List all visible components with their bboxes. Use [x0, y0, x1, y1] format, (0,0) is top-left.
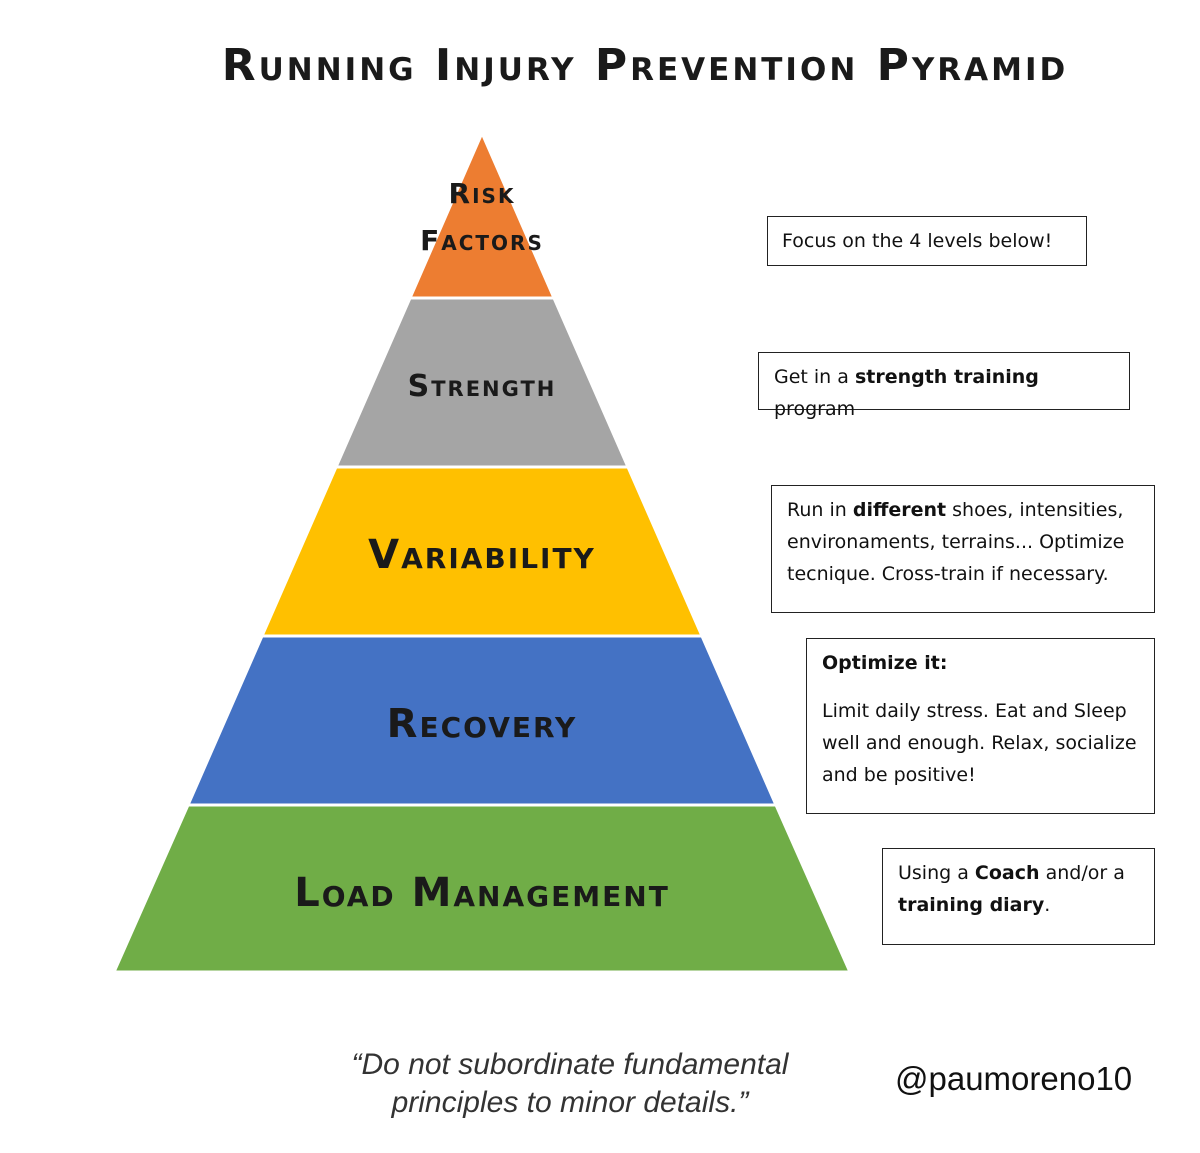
quote: “Do not subordinate fundamental principl…: [351, 1048, 789, 1119]
note-load-after: .: [1044, 894, 1051, 916]
level-label-variability: Variability: [368, 532, 596, 578]
page-title: Running Injury Prevention Pyramid: [221, 40, 1069, 91]
note-risk-factors: Focus on the 4 levels below!: [767, 216, 1087, 266]
note-risk-text: Focus on the 4 levels below!: [782, 230, 1053, 252]
level-label-load-management: Load Management: [294, 870, 670, 916]
note-load-bold1: Coach: [974, 862, 1040, 884]
level-label-risk-line1: Risk: [449, 177, 516, 210]
pyramid-level-risk-factors: [407, 129, 557, 300]
note-load-management: Using a Coach and/or a training diary.: [882, 848, 1155, 945]
level-label-strength: Strength: [408, 369, 557, 404]
pyramid-level-load-management: [111, 803, 853, 974]
note-strength-bold: strength training: [854, 366, 1039, 388]
note-recovery: Optimize it: Limit daily stress. Eat and…: [806, 638, 1155, 814]
note-variability-bold: different: [852, 499, 947, 521]
note-strength-after: program: [774, 398, 856, 420]
author-handle: @paumoreno10: [895, 1060, 1133, 1097]
note-load-before: Using a: [898, 862, 975, 884]
note-strength-before: Get in a: [774, 366, 855, 388]
level-label-risk-line2: Factors: [420, 224, 544, 257]
pyramid: Risk Factors Strength Variability Recove…: [111, 129, 853, 974]
level-label-recovery: Recovery: [387, 701, 578, 747]
note-load-middle: and/or a: [1039, 862, 1125, 884]
note-variability: Run in different shoes, intensities, env…: [771, 485, 1155, 613]
note-recovery-text: Limit daily stress. Eat and Sleep well a…: [822, 700, 1137, 786]
note-strength: Get in a strength training program: [758, 352, 1130, 420]
note-recovery-heading: Optimize it:: [822, 652, 948, 674]
note-variability-before: Run in: [787, 499, 853, 521]
note-variability-after: shoes, intensities, environaments, terra…: [787, 499, 1125, 585]
note-load-bold2: training diary: [898, 894, 1045, 916]
